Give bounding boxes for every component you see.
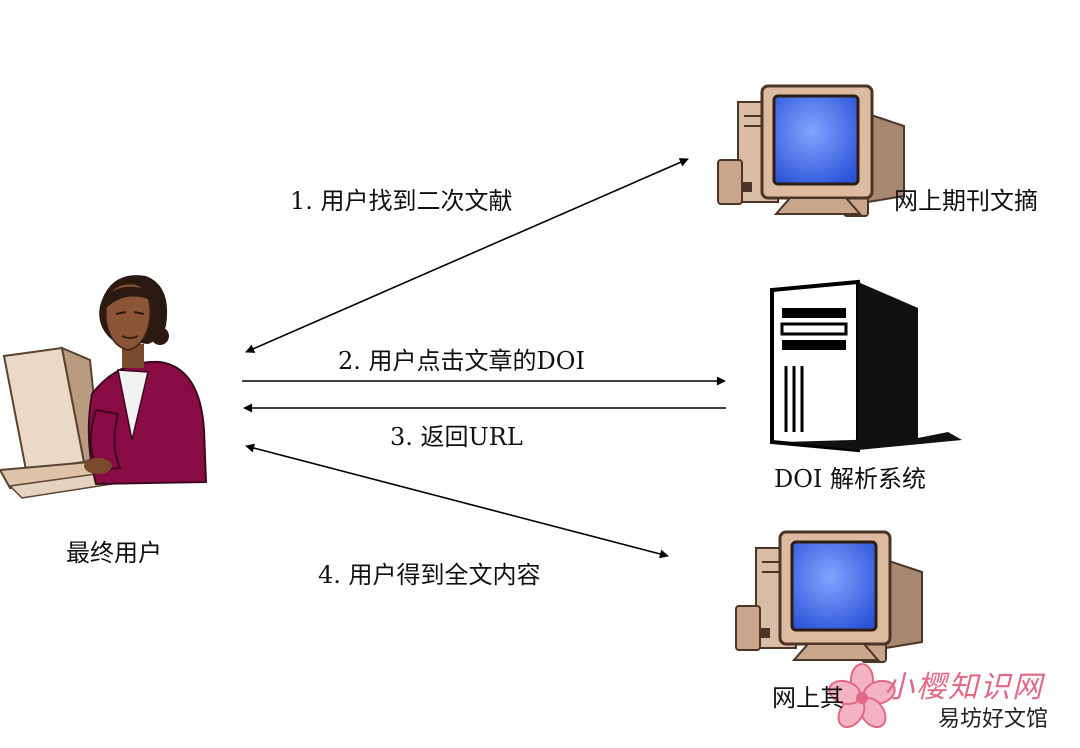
label-abstract-bottom: 网上其	[772, 684, 844, 712]
label-step2: 2. 用户点击文章的DOI	[338, 347, 585, 375]
server-icon	[770, 279, 962, 453]
computer-icon-bottom	[735, 530, 923, 663]
label-step1: 1. 用户找到二次文献	[290, 187, 513, 215]
arrow-step1	[245, 158, 689, 353]
label-end-user: 最终用户	[66, 539, 162, 567]
label-abstract-top: 网上期刊文摘	[894, 187, 1038, 215]
watermark-brand: 小樱知识网	[884, 670, 1044, 705]
label-step3: 3. 返回URL	[390, 423, 523, 451]
label-step4: 4. 用户得到全文内容	[318, 561, 541, 589]
watermark-sub: 易坊好文馆	[932, 706, 1055, 734]
computer-icon-top	[717, 84, 905, 217]
label-doi-system: DOI 解析系统	[774, 465, 927, 493]
arrow-step4	[245, 443, 669, 559]
user-at-computer-icon	[0, 275, 208, 499]
blossom-logo-icon	[828, 663, 896, 729]
